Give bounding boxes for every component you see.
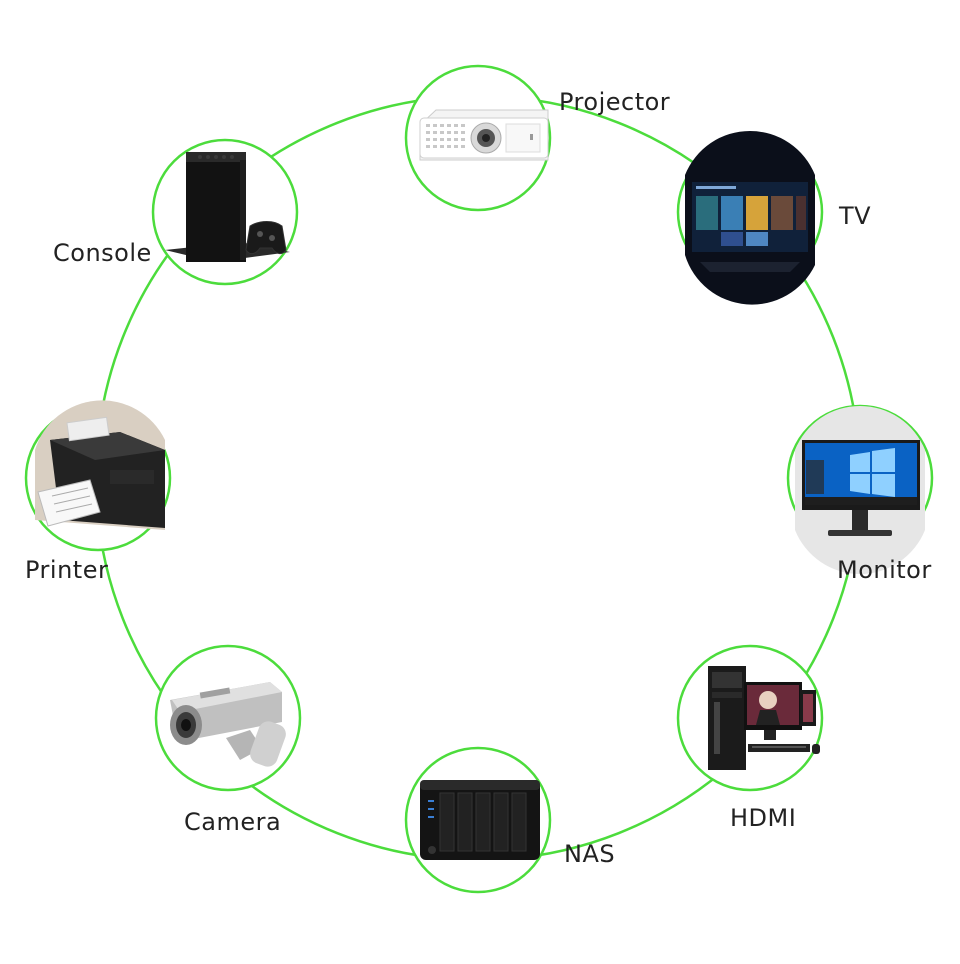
node-console (151, 138, 299, 286)
monitor-icon (795, 405, 925, 575)
label-monitor: Monitor (837, 556, 932, 584)
node-printer (24, 400, 172, 552)
label-camera: Camera (184, 808, 282, 836)
label-hdmi: HDMI (730, 804, 797, 832)
label-projector: Projector (559, 88, 671, 116)
label-printer: Printer (25, 556, 109, 584)
nas-icon (420, 780, 540, 860)
node-tv (676, 130, 824, 305)
label-console: Console (53, 239, 152, 267)
desktop-pc-icon (708, 666, 820, 770)
node-monitor (786, 404, 934, 575)
printer-icon (35, 400, 165, 530)
node-nas (404, 746, 552, 894)
label-nas: NAS (564, 840, 616, 868)
security-camera-icon (170, 682, 286, 767)
tv-icon (685, 130, 815, 305)
game-console-icon (165, 152, 290, 262)
node-projector (404, 64, 552, 212)
node-camera (154, 644, 302, 792)
label-tv: TV (839, 202, 872, 230)
node-hdmi (676, 644, 824, 792)
projector-icon (419, 109, 549, 161)
